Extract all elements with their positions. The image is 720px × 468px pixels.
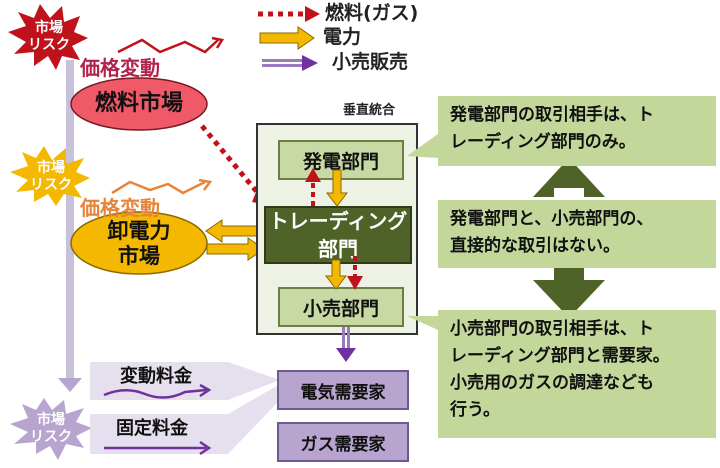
callout-middle-line1: 発電部門と、小売部門の、 xyxy=(450,209,654,229)
callout-middle-line2: 直接的な取引はない。 xyxy=(450,236,620,256)
wholesale-to-trading-arrow xyxy=(206,237,265,261)
wholesale-risk-burst xyxy=(10,146,90,206)
retail-dept-box: 小売部門 xyxy=(278,287,404,327)
callout-retail-pointer xyxy=(407,316,438,330)
trading-dept-line1: トレーディング xyxy=(268,209,408,233)
callout-retail-line4: 行う。 xyxy=(450,400,500,420)
legend-power-label: 電力 xyxy=(323,26,362,48)
fuel-risk-burst xyxy=(8,4,88,70)
retail-risk-line1: 市場 xyxy=(37,412,65,428)
fuel-price-trend-icon xyxy=(117,38,219,54)
wholesale-price-change-label: 価格変動 xyxy=(80,196,160,220)
callout-retail-line1: 小売部門の取引相手は、ト xyxy=(450,319,654,339)
wholesale-risk-label: 市場 リスク xyxy=(24,160,78,194)
retail-risk-label: 市場 リスク xyxy=(24,412,78,446)
fuel-risk-line2: リスク xyxy=(28,37,70,53)
fuel-market-label: 燃料市場 xyxy=(94,91,183,116)
fuel-to-trading-arrow xyxy=(200,124,264,200)
variable-fee-trend-icon xyxy=(103,388,207,399)
wholesale-market-line1: 卸電力 xyxy=(107,219,171,243)
retail-to-customer-arrow xyxy=(336,348,356,362)
fixed-fee-label: 固定料金 xyxy=(116,418,188,439)
callout-middle: 発電部門と、小売部門の、 直接的な取引はない。 xyxy=(438,200,716,268)
callout-generation-line2: レーディング部門のみ。 xyxy=(450,132,636,152)
callout-generation-pointer xyxy=(407,134,438,158)
legend-fuel-label: 燃料(ガス) xyxy=(325,2,419,24)
legend-power-icon xyxy=(259,26,315,50)
retail-risk-burst xyxy=(10,398,92,460)
electric-customer-box: 電気需要家 xyxy=(277,370,409,410)
fuel-market-ellipse xyxy=(70,77,208,131)
fuel-risk-line1: 市場 xyxy=(35,20,63,36)
risk-timeline-line xyxy=(66,60,74,385)
trading-dept-box: トレーディング 部門 xyxy=(264,206,412,264)
wholesale-risk-line1: 市場 xyxy=(37,160,65,176)
wholesale-market-label: 卸電力 市場 xyxy=(71,219,207,269)
callout-generation: 発電部門の取引相手は、ト レーディング部門のみ。 xyxy=(438,96,716,166)
callout-retail-line3: 小売用のガスの調達なども xyxy=(450,373,654,393)
fuel-price-change-label: 価格変動 xyxy=(80,56,160,80)
wholesale-market-line2: 市場 xyxy=(118,244,160,268)
callout-generation-line1: 発電部門の取引相手は、ト xyxy=(450,105,654,125)
retail-risk-line2: リスク xyxy=(30,429,72,445)
up-arrow xyxy=(533,158,605,197)
legend-retail-label: 小売販売 xyxy=(332,51,409,73)
trading-dept-line2: 部門 xyxy=(318,237,358,261)
generation-dept-box: 発電部門 xyxy=(278,140,404,180)
legend-fuel-icon xyxy=(258,6,320,22)
risk-timeline-arrowhead xyxy=(58,378,82,392)
gas-customer-box: ガス需要家 xyxy=(277,422,409,462)
vertical-integration-title: 垂直統合 xyxy=(343,103,396,118)
wholesale-price-trend-icon xyxy=(111,180,206,195)
variable-fee-label: 変動料金 xyxy=(120,366,192,387)
callout-retail: 小売部門の取引相手は、ト レーディング部門と需要家。 小売用のガスの調達なども … xyxy=(438,310,716,438)
trading-to-wholesale-arrow xyxy=(205,219,263,243)
wholesale-risk-line2: リスク xyxy=(30,177,72,193)
fuel-risk-label: 市場 リスク xyxy=(22,20,76,54)
legend-retail-icon xyxy=(262,55,318,71)
down-arrow xyxy=(533,265,605,318)
callout-retail-line2: レーディング部門と需要家。 xyxy=(450,346,670,366)
wholesale-market-ellipse xyxy=(70,211,208,275)
